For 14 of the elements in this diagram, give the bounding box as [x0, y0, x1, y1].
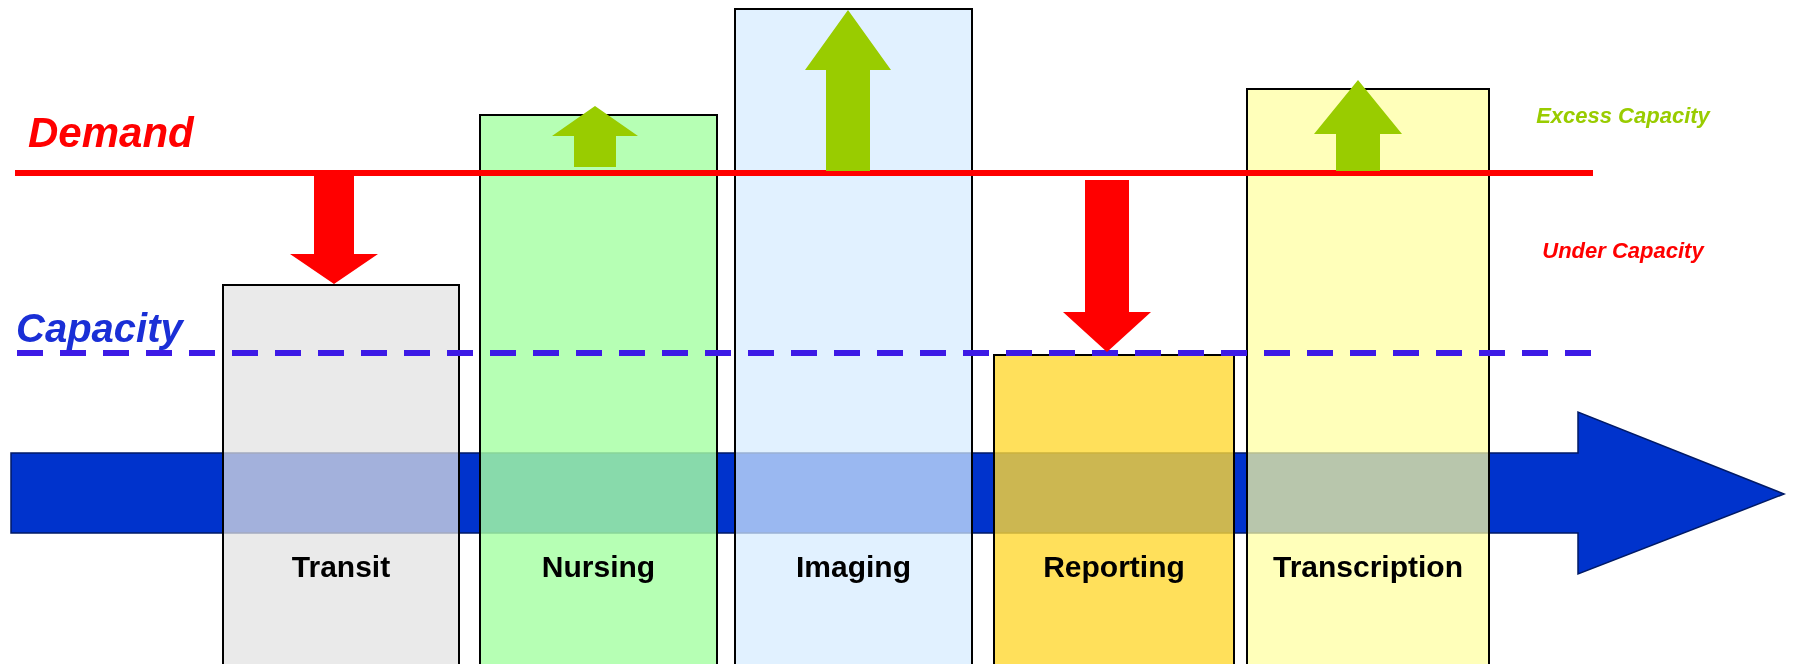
stage-box — [1246, 88, 1490, 664]
stage-box — [479, 114, 718, 664]
stage-box — [222, 284, 460, 664]
line-label: Demand — [28, 112, 194, 154]
stage-label: Nursing — [540, 552, 657, 582]
stage-box — [734, 8, 973, 664]
stage-box — [993, 354, 1235, 664]
stage-label: Transcription — [1271, 552, 1464, 582]
stage-label: Imaging — [795, 552, 912, 582]
stage-label: Transit — [290, 552, 392, 582]
legend-text: Under Capacity — [1541, 240, 1706, 262]
line-label: Capacity — [16, 308, 183, 348]
stage-label: Reporting — [1042, 552, 1186, 582]
legend-text: Excess Capacity — [1535, 105, 1712, 127]
